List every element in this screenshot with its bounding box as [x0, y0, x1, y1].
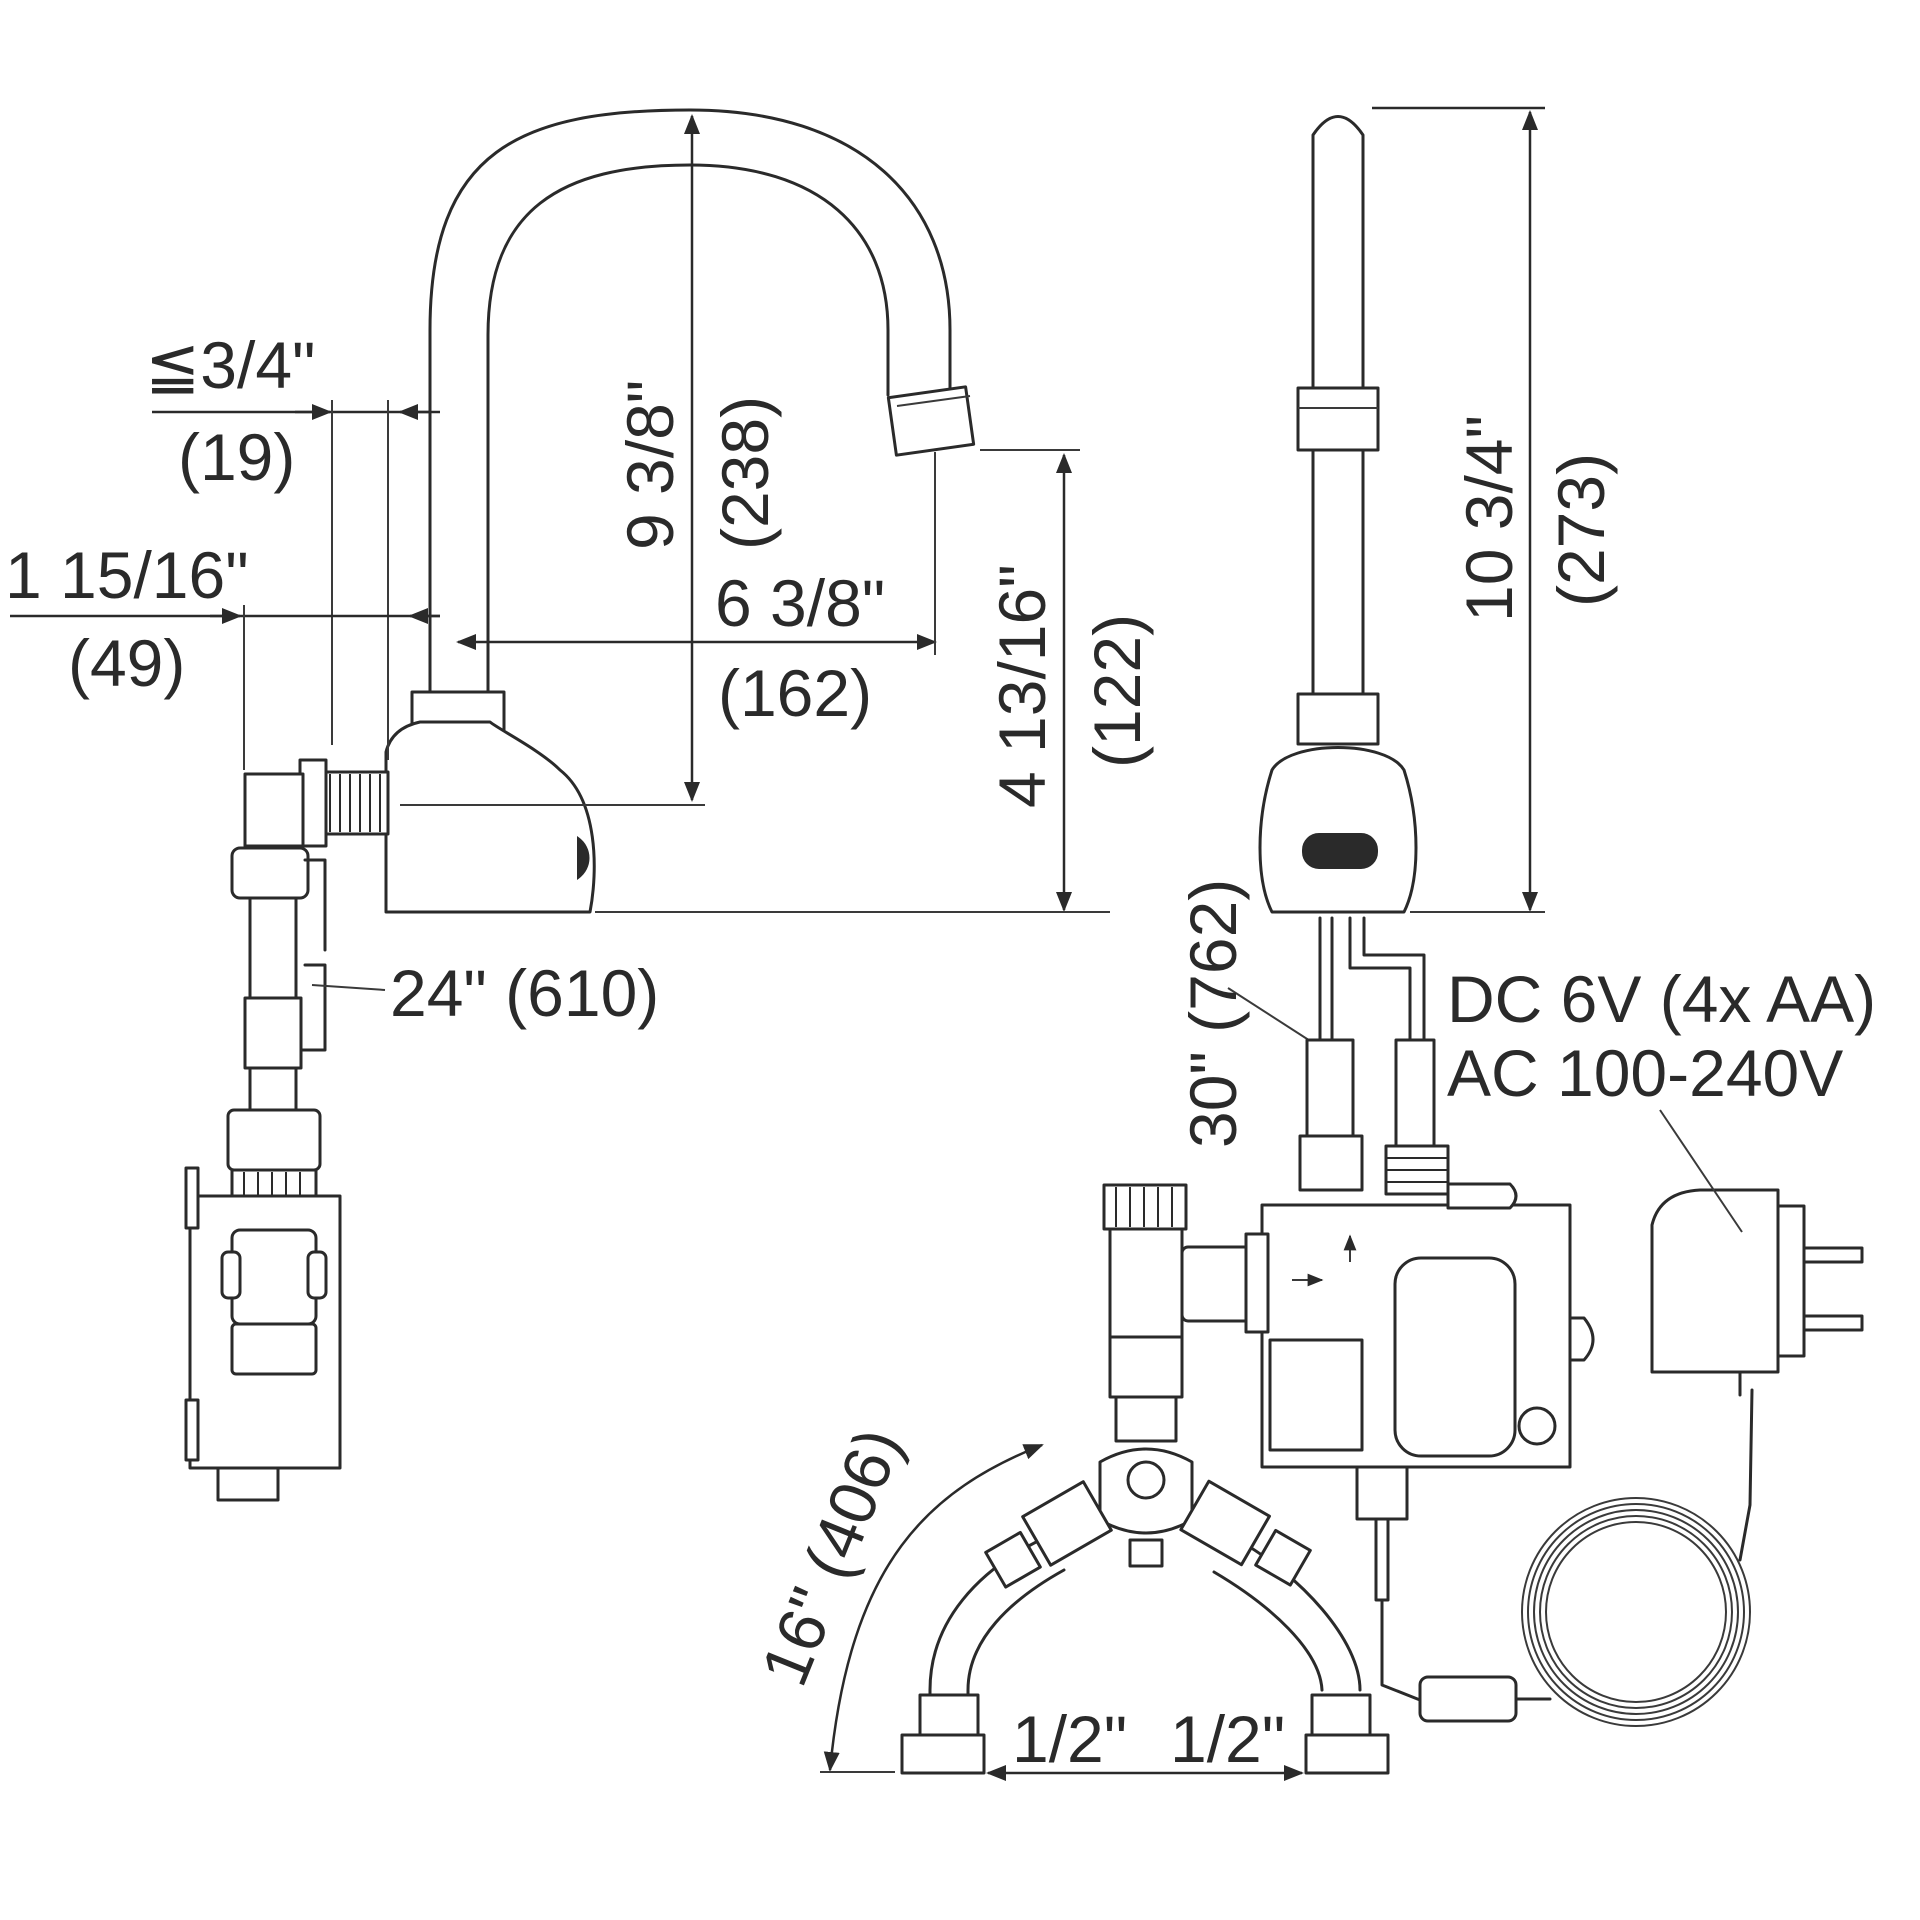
plug-pin-bottom	[1802, 1314, 1864, 1332]
solenoid	[1268, 1338, 1364, 1452]
outlet-height-label: 4 13/16"	[985, 564, 1059, 808]
supply-hose-label: 16" (406)	[746, 1418, 915, 1695]
sensor-eye-front	[1302, 833, 1378, 869]
inline-connector	[1418, 1675, 1518, 1723]
sensor-eye-side	[577, 836, 590, 880]
sensor-cable-label: 30" (762)	[1176, 879, 1250, 1148]
sensor-body-side	[384, 720, 596, 914]
total-height-mm-label: (273)	[1544, 453, 1618, 607]
supply-hose-arc	[823, 1443, 1044, 1772]
inlet-right-fitting	[1310, 1693, 1372, 1737]
outlet-height-mm-label: (122)	[1080, 614, 1154, 768]
sensor-head-front	[1258, 746, 1418, 914]
spout-height-mm-label: (238)	[708, 396, 782, 550]
adapter-cable	[1380, 1598, 1422, 1702]
inlet-connector	[1305, 1038, 1355, 1138]
offset-mm-label: (49)	[68, 626, 185, 700]
power-cable	[1348, 916, 1426, 1044]
power-connector	[1394, 1038, 1436, 1148]
max-wall-mm-label: (19)	[178, 420, 295, 494]
battery-plug	[1355, 1465, 1409, 1521]
threaded-shank	[318, 770, 390, 836]
plug-pin-top	[1802, 1246, 1864, 1264]
elbow-fitting	[243, 772, 305, 848]
inlet-left-fitting	[918, 1693, 980, 1737]
valve-body-side	[230, 1228, 318, 1326]
power-adapter	[1650, 1188, 1780, 1374]
hose-upper	[248, 896, 298, 1000]
hose-bracket	[298, 858, 327, 1052]
side-hose-label: 24" (610)	[390, 956, 659, 1030]
cable-coil	[1521, 1497, 1751, 1727]
side-view: ≦3/4" (19) 1 15/16" (49) 9 3/8" (238) 6 …	[5, 108, 1154, 1502]
offset-label: 1 15/16"	[5, 538, 249, 612]
power-dc-label: DC 6V (4x AA)	[1447, 962, 1876, 1036]
inlet-right-label: 1/2"	[1170, 1702, 1285, 1776]
battery-cover	[1393, 1256, 1517, 1458]
spout-collar-front	[1296, 692, 1380, 746]
spout-band	[1296, 386, 1380, 452]
max-wall-label: ≦3/4"	[145, 328, 315, 402]
valve-nut	[226, 1108, 322, 1172]
reach-mm-label: (162)	[718, 656, 872, 730]
front-view: 10 3/4" (273) 30" (762) DC 6V (4x AA) AC…	[746, 106, 1876, 1781]
spout-height-label: 9 3/8"	[613, 380, 687, 550]
spout-outer	[428, 108, 952, 702]
total-height-label: 10 3/4"	[1452, 415, 1526, 622]
reach-label: 6 3/8"	[715, 566, 885, 640]
sensor-cable	[1318, 916, 1334, 1057]
inlet-left-label: 1/2"	[1012, 1702, 1127, 1776]
power-ac-label: AC 100-240V	[1447, 1036, 1843, 1110]
tee-body	[1108, 1227, 1184, 1339]
